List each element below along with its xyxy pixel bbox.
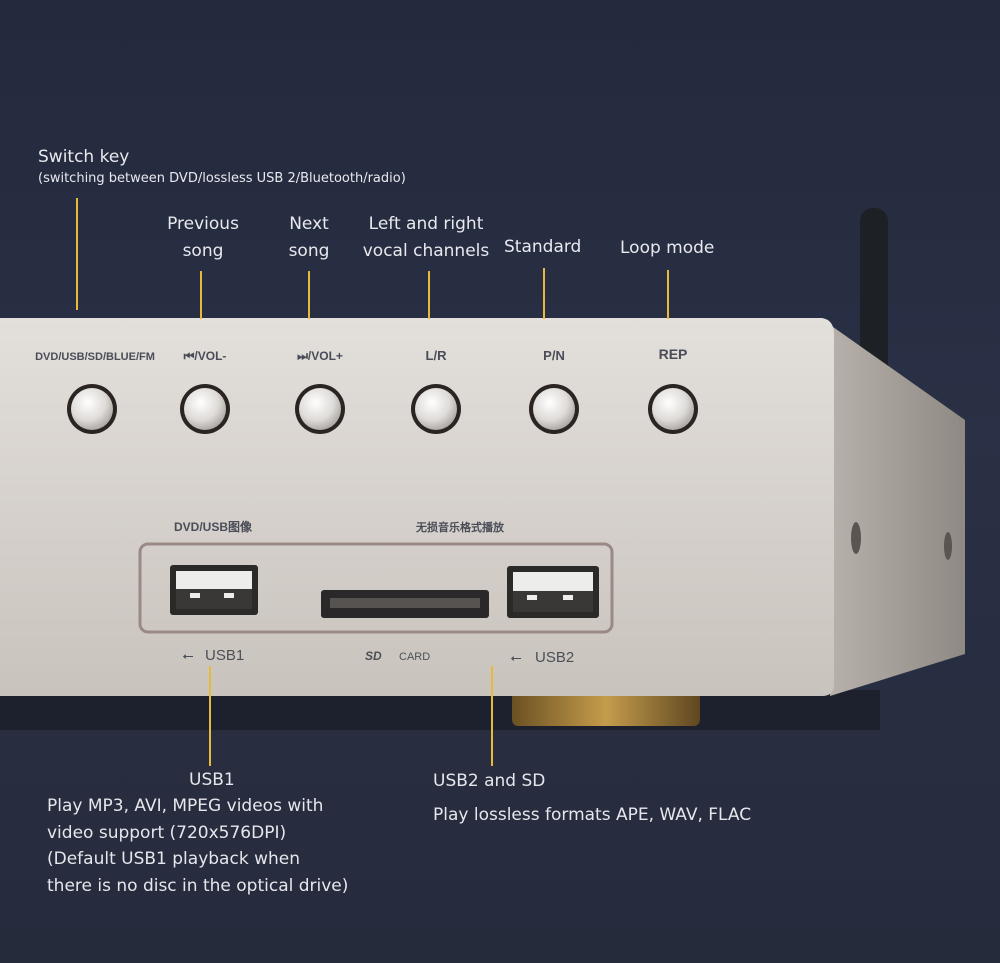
leader-next xyxy=(308,271,310,319)
leader-loop xyxy=(667,270,669,319)
side-screw-2 xyxy=(944,532,952,560)
vocal-channels-line1: Left and right xyxy=(368,214,484,234)
sd-logo: SD xyxy=(365,649,382,663)
label-prev: ⏮/VOL- xyxy=(184,349,227,363)
switch-key-subtitle: (switching between DVD/lossless USB 2/Bl… xyxy=(38,171,406,186)
annotation-usb2-sd-title: USB2 and SD xyxy=(433,771,546,791)
vocal-channels-line2: vocal channels xyxy=(362,241,490,261)
usb1-line-2: video support (720x576DPI) xyxy=(47,822,287,843)
annotation-usb1-title: USB1 xyxy=(189,770,235,790)
label-switch: DVD/USB/SD/BLUE/FM xyxy=(35,351,155,363)
next-song-line1: Next xyxy=(289,214,329,234)
usb1-line-4: there is no disc in the optical drive) xyxy=(47,875,349,896)
annotation-usb1-body: Play MP3, AVI, MPEG videos with video su… xyxy=(47,793,348,899)
device-foot xyxy=(512,692,700,726)
button-pn[interactable] xyxy=(529,384,579,434)
button-switch[interactable] xyxy=(67,384,117,434)
annotation-previous-song: Previous song xyxy=(150,211,256,265)
usb1-port[interactable] xyxy=(170,565,258,615)
port-header-right: 无损音乐格式播放 xyxy=(415,520,505,534)
label-pn: P/N xyxy=(543,348,565,363)
annotation-vocal-channels: Left and right vocal channels xyxy=(355,211,497,265)
side-screw xyxy=(851,522,861,554)
switch-key-title: Switch key xyxy=(38,147,130,167)
usb1-port-label: USB1 xyxy=(205,647,244,664)
usb1-line-1: Play MP3, AVI, MPEG videos with xyxy=(47,796,324,816)
label-next: ⏭/VOL+ xyxy=(297,349,343,363)
antenna xyxy=(860,208,888,378)
device-side xyxy=(826,322,965,696)
label-lr: L/R xyxy=(426,348,448,363)
button-prev-vol-down[interactable] xyxy=(180,384,230,434)
usb1-line-3: (Default USB1 playback when xyxy=(47,849,300,869)
annotation-next-song: Next song xyxy=(270,211,348,265)
annotation-switch-key: Switch key (switching between DVD/lossle… xyxy=(38,147,406,186)
previous-song-line1: Previous xyxy=(167,214,239,234)
port-header-left: DVD/USB图像 xyxy=(174,519,253,534)
previous-song-line2: song xyxy=(182,241,224,261)
usb2-port-label: USB2 xyxy=(535,649,574,666)
sd-card-slot[interactable] xyxy=(321,590,489,618)
annotation-standard: Standard xyxy=(504,237,582,257)
sd-card-label: CARD xyxy=(399,651,430,663)
button-rep[interactable] xyxy=(648,384,698,434)
leader-usb2-sd xyxy=(491,666,493,766)
annotation-usb2-sd-text: Play lossless formats APE, WAV, FLAC xyxy=(433,805,752,825)
leader-switch xyxy=(76,198,78,310)
usb2-port[interactable] xyxy=(507,566,599,618)
button-lr[interactable] xyxy=(411,384,461,434)
leader-vocal xyxy=(428,271,430,319)
next-song-line2: song xyxy=(288,241,330,261)
label-rep: REP xyxy=(659,346,688,362)
port-bay xyxy=(138,542,614,634)
usb-symbol-icon-2: ⭠ xyxy=(510,650,521,666)
leader-previous xyxy=(200,271,202,319)
device-shadow xyxy=(0,690,880,730)
annotation-loop-mode: Loop mode xyxy=(620,238,715,258)
button-next-vol-up[interactable] xyxy=(295,384,345,434)
front-panel xyxy=(0,318,834,696)
usb-symbol-icon: ⭠ xyxy=(182,648,193,664)
leader-standard xyxy=(543,268,545,319)
leader-usb1 xyxy=(209,666,211,766)
